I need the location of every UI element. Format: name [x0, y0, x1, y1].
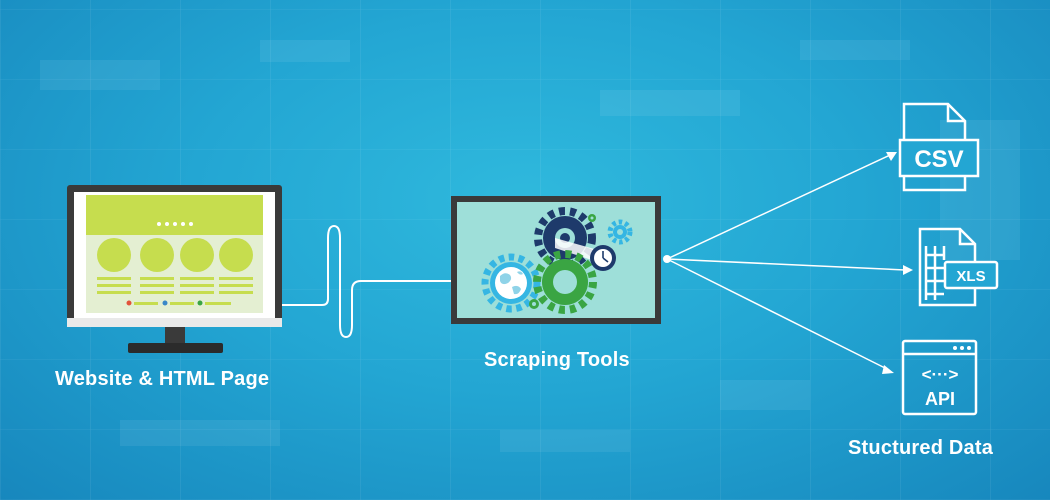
website-content-blocks [97, 238, 253, 306]
scraping-tools-caption: Scraping Tools [484, 349, 630, 371]
connection-cable [282, 224, 490, 339]
globe-gear-icon [481, 253, 541, 313]
output-arrows [663, 152, 913, 374]
scraping-tools-monitor [451, 196, 661, 324]
api-label: API [925, 389, 955, 409]
green-gear-icon [533, 250, 597, 314]
window-dots [953, 346, 971, 350]
website-caption: Website & HTML Page [55, 368, 270, 390]
api-window-icon [901, 339, 978, 416]
xls-spreadsheet-icon [918, 227, 999, 307]
csv-file-icon [898, 102, 980, 192]
tiny-green-gear-icon [588, 214, 596, 222]
website-monitor [67, 185, 282, 353]
csv-label: CSV [914, 146, 963, 173]
structured-data-caption: Stuctured Data [848, 437, 994, 459]
xls-label: XLS [956, 268, 985, 285]
clock-icon [590, 245, 616, 271]
code-brackets-icon: <···> [922, 365, 959, 384]
small-blue-gear-icon [607, 219, 633, 245]
small-green-gear-icon [529, 299, 539, 309]
